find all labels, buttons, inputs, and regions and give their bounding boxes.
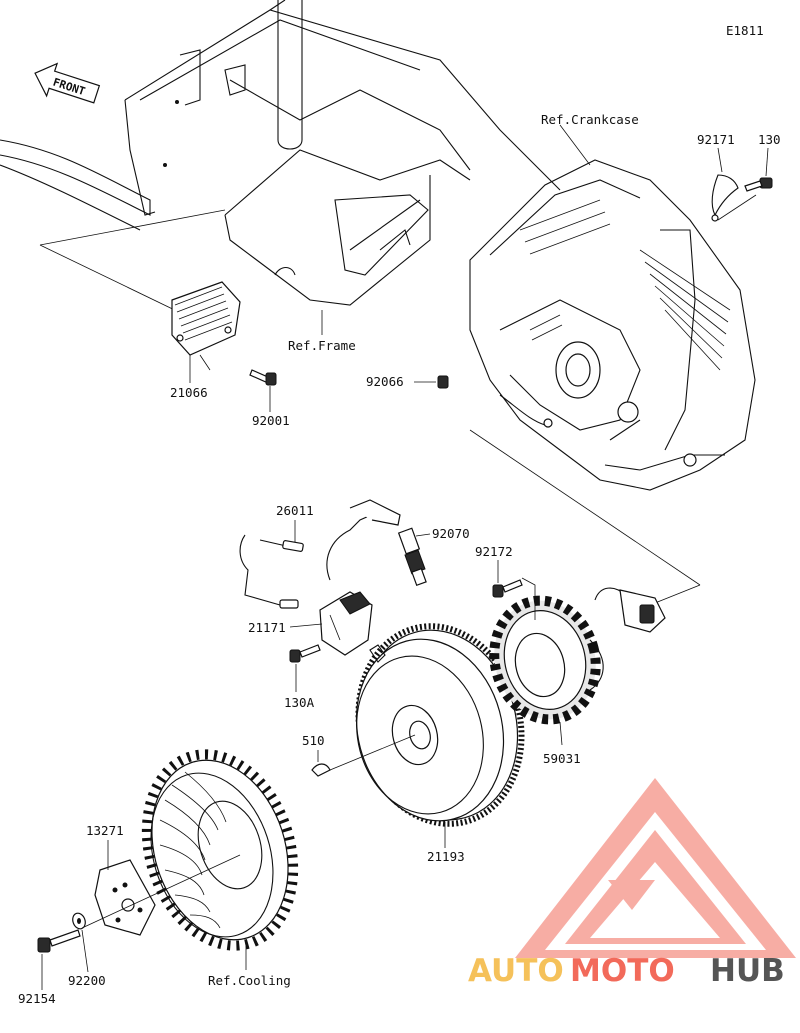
label-92066: 92066 <box>366 374 404 389</box>
label-21066: 21066 <box>170 385 208 400</box>
bolt-92154 <box>37 929 81 953</box>
watermark-hub: HUB <box>710 953 785 989</box>
label-21193: 21193 <box>427 849 465 864</box>
stator-59031 <box>489 587 666 725</box>
cooling-fan <box>141 749 299 951</box>
spark-plug-92070 <box>397 527 427 587</box>
watermark-auto: AUTO <box>468 953 564 989</box>
watermark-moto: MOTO <box>570 953 675 989</box>
label-26011: 26011 <box>276 503 314 518</box>
regulator-21066 <box>171 281 241 371</box>
key-510 <box>311 763 331 777</box>
label-59031: 59031 <box>543 751 581 766</box>
frame-assembly <box>0 0 561 335</box>
label-92001: 92001 <box>252 413 290 428</box>
label-92172: 92172 <box>475 544 513 559</box>
front-arrow: FRONT <box>34 62 101 104</box>
bolt-130A <box>289 644 321 663</box>
ref-frame-label: Ref.Frame <box>288 338 356 353</box>
washer-92200 <box>72 912 86 930</box>
ignition-coil-21171 <box>239 499 401 656</box>
label-92200: 92200 <box>68 973 106 988</box>
bolt-92172 <box>492 579 523 598</box>
label-92154: 92154 <box>18 991 56 1006</box>
diagram-code: E1811 <box>726 23 764 38</box>
bolt-92001 <box>249 369 277 386</box>
plate-13271 <box>94 859 156 936</box>
label-130: 130 <box>758 132 781 147</box>
ref-crankcase-label: Ref.Crankcase <box>541 112 639 127</box>
crankcase <box>469 124 756 491</box>
label-92171: 92171 <box>697 132 735 147</box>
watermark-logo <box>515 778 796 958</box>
label-13271: 13271 <box>86 823 124 838</box>
label-21171: 21171 <box>248 620 286 635</box>
label-92070: 92070 <box>432 526 470 541</box>
clamp-92171 <box>711 174 739 222</box>
label-130A: 130A <box>284 695 315 710</box>
label-510: 510 <box>302 733 325 748</box>
ref-cooling-label: Ref.Cooling <box>208 973 291 988</box>
dowel-92066 <box>437 375 449 389</box>
watermark-text: AUTO MOTO HUB <box>468 953 785 989</box>
bolt-130 <box>744 177 773 192</box>
